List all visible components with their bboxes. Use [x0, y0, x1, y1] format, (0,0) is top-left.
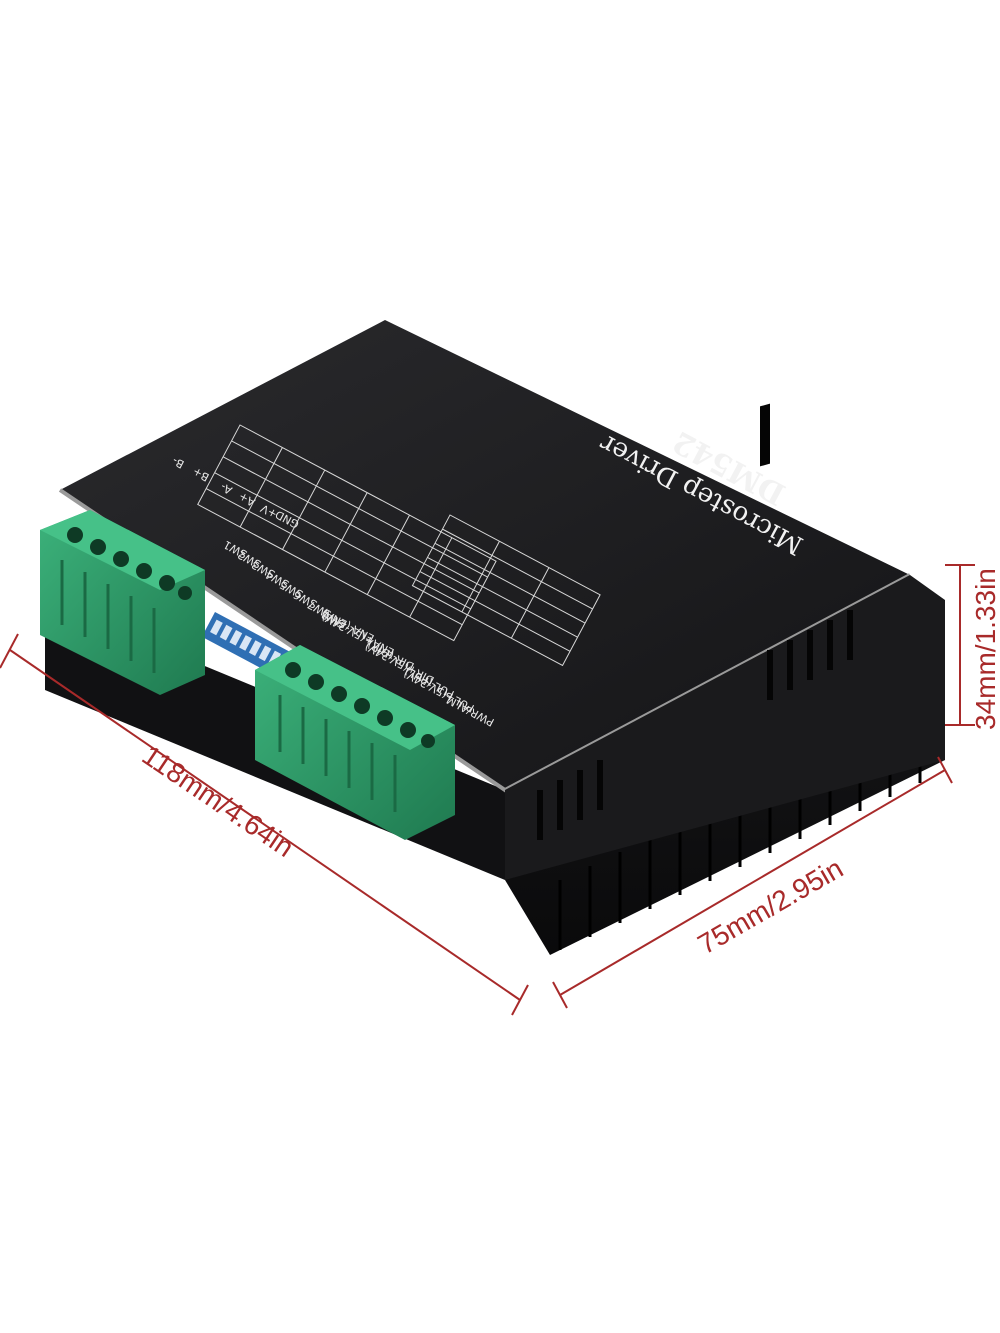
- pin-label-a-minus: A-: [218, 480, 234, 497]
- vent-slots: [537, 610, 853, 840]
- dimension-height: [945, 564, 975, 726]
- terminal-block-signal: [255, 645, 455, 840]
- side-vents: [760, 403, 770, 467]
- end-cap: [505, 575, 945, 880]
- pin-label-b-minus: B-: [170, 454, 186, 471]
- terminal-block-motor: [40, 510, 205, 695]
- current-table: [411, 514, 601, 667]
- dimension-width: [552, 756, 953, 1009]
- dimension-height-label: 34mm/1.33in: [970, 568, 1000, 730]
- dimension-length: [0, 633, 529, 1016]
